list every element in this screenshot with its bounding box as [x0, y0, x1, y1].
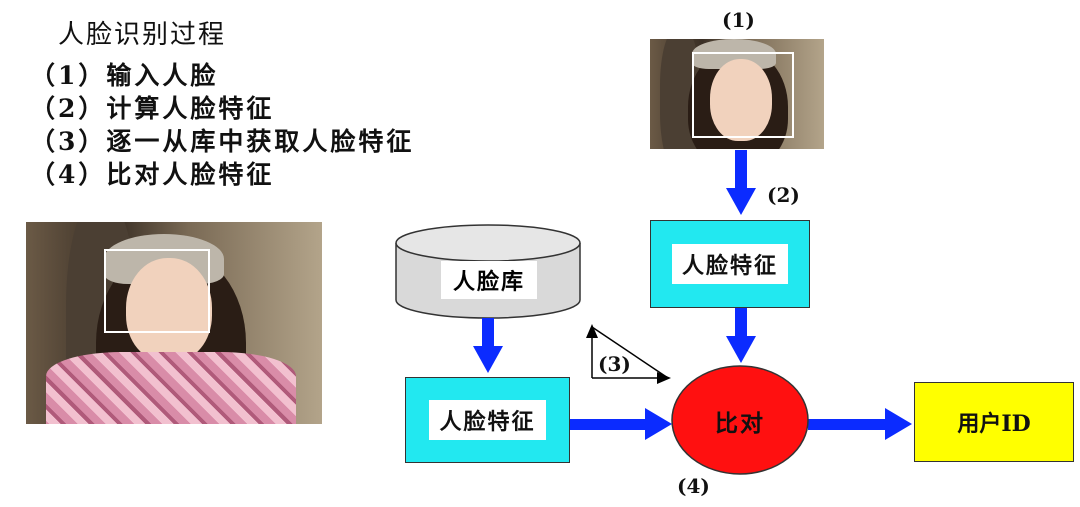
compare-label: 比对: [715, 410, 765, 437]
arrow-right-2: [808, 408, 912, 440]
step-1: （1）输入人脸: [30, 61, 219, 90]
step-4: （4）比对人脸特征: [30, 160, 275, 189]
output-label: 用户ID: [957, 411, 1031, 437]
database-label-wrap: 人脸库: [420, 261, 558, 299]
step-2: （2）计算人脸特征: [30, 94, 275, 123]
page-title: 人脸识别过程: [58, 20, 227, 50]
database-label: 人脸库: [440, 261, 537, 299]
label-step-3: (3): [598, 352, 631, 376]
arrow-down-1: [726, 150, 756, 215]
compare-circle: [671, 365, 809, 475]
arrow-down-3: [473, 318, 503, 373]
feature-box-database-label: 人脸特征: [429, 400, 546, 440]
feature-box-input: 人脸特征: [650, 220, 810, 308]
feature-box-input-label: 人脸特征: [671, 244, 788, 284]
step-3: （3）逐一从库中获取人脸特征: [30, 127, 415, 156]
feature-box-database: 人脸特征: [405, 377, 570, 463]
iterate-arrow: [586, 324, 671, 384]
arrow-down-2: [726, 308, 756, 363]
face-detection-box: [104, 249, 210, 333]
label-step-1: (1): [722, 8, 755, 32]
detected-face-photo: [650, 39, 824, 149]
face-detection-box: [692, 52, 794, 138]
label-step-4: (4): [677, 474, 710, 498]
input-face-photo: [26, 222, 322, 424]
output-box: 用户ID: [914, 382, 1074, 462]
label-step-2: (2): [767, 183, 800, 207]
arrow-right-1: [570, 408, 672, 440]
